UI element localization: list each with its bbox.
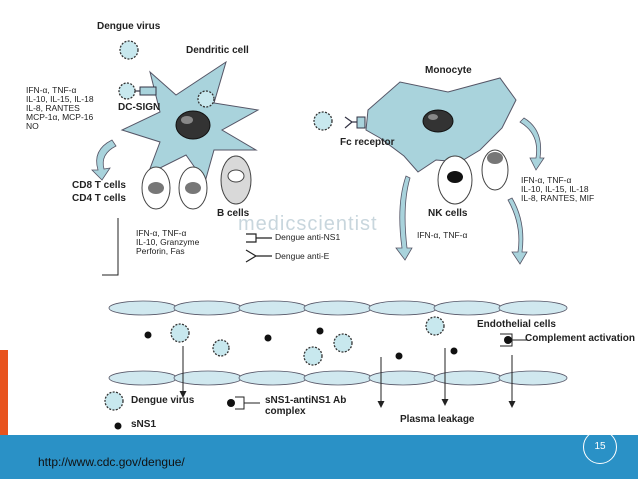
dengue-virus-particles — [104, 40, 445, 411]
label-dengue-anti-ns1: Dengue anti-NS1 — [275, 232, 341, 242]
dc-sign-receptor — [133, 86, 157, 96]
label-monocyte: Monocyte — [425, 65, 472, 76]
dendritic-cell-nucleus — [175, 110, 211, 140]
label-legend-dengue-virus: Dengue virus — [131, 395, 195, 406]
monocyte-nucleus — [422, 109, 454, 133]
b-cell — [220, 155, 252, 205]
nk-cell-2 — [481, 149, 509, 191]
label-fc-receptor: Fc receptor — [340, 137, 395, 148]
virus-top — [119, 40, 139, 60]
t-cell-effect-arrow — [102, 218, 119, 276]
slide-number: 15 — [583, 430, 617, 464]
fc-receptor — [344, 116, 366, 129]
cd8-t-cell — [141, 166, 171, 210]
label-nk-cells: NK cells — [428, 208, 468, 219]
watermark: medicscientist — [238, 213, 378, 235]
virus-legend — [104, 391, 124, 411]
virus-dc-surface — [197, 90, 215, 108]
endothelial-layer-bottom — [108, 370, 568, 386]
virus-fc — [313, 111, 333, 131]
complement-activation-symbol — [500, 333, 528, 347]
label-complement-activation: Complement activation — [525, 333, 636, 344]
footer-bar — [0, 435, 638, 479]
sns1-complex-symbol — [227, 396, 260, 410]
label-endothelial-cells: Endothelial cells — [477, 319, 556, 330]
label-dengue-virus-top: Dengue virus — [97, 21, 161, 32]
label-cytokines-dc: IFN-α, TNF-α IL-10, IL-15, IL-18 IL-8, R… — [26, 85, 94, 131]
sns1-particles — [114, 327, 458, 430]
label-cd8-t-cells: CD8 T cells — [72, 180, 126, 191]
virus-blood-4 — [303, 346, 323, 366]
virus-blood-2 — [212, 339, 230, 357]
cytokine-arrows — [91, 117, 545, 265]
virus-blood-5 — [425, 316, 445, 336]
monocyte — [365, 77, 517, 173]
plasma-leakage-arrows — [179, 346, 516, 408]
antibody-symbols — [245, 233, 272, 263]
label-cytokines-mono: IFN-α, TNF-α IL-10, IL-15, IL-18 IL-8, R… — [521, 175, 595, 203]
virus-dc-sign — [118, 82, 136, 100]
left-accent-bar — [0, 350, 8, 435]
label-cytokines-t: IFN-α, TNF-α IL-10, Granzyme Perforin, F… — [136, 228, 200, 256]
label-sns1-complex: sNS1-antiNS1 Ab complex — [265, 395, 347, 417]
label-legend-sns1: sNS1 — [131, 419, 157, 430]
label-plasma-leakage: Plasma leakage — [400, 414, 475, 425]
label-dendritic-cell: Dendritic cell — [186, 45, 249, 56]
virus-blood-3 — [333, 333, 353, 353]
label-dc-sign: DC-SIGN — [118, 102, 161, 113]
nk-cell — [437, 155, 473, 205]
cd4-t-cell — [178, 166, 208, 210]
label-b-cells: B cells — [217, 208, 250, 219]
virus-blood-1 — [170, 323, 190, 343]
label-cd4-t-cells: CD4 T cells — [72, 193, 126, 204]
label-cytokines-nk: IFN-α, TNF-α — [417, 230, 468, 240]
footer-link[interactable]: http://www.cdc.gov/dengue/ — [38, 455, 185, 469]
endothelial-layer-top — [108, 300, 568, 316]
label-dengue-anti-e: Dengue anti-E — [275, 251, 330, 261]
